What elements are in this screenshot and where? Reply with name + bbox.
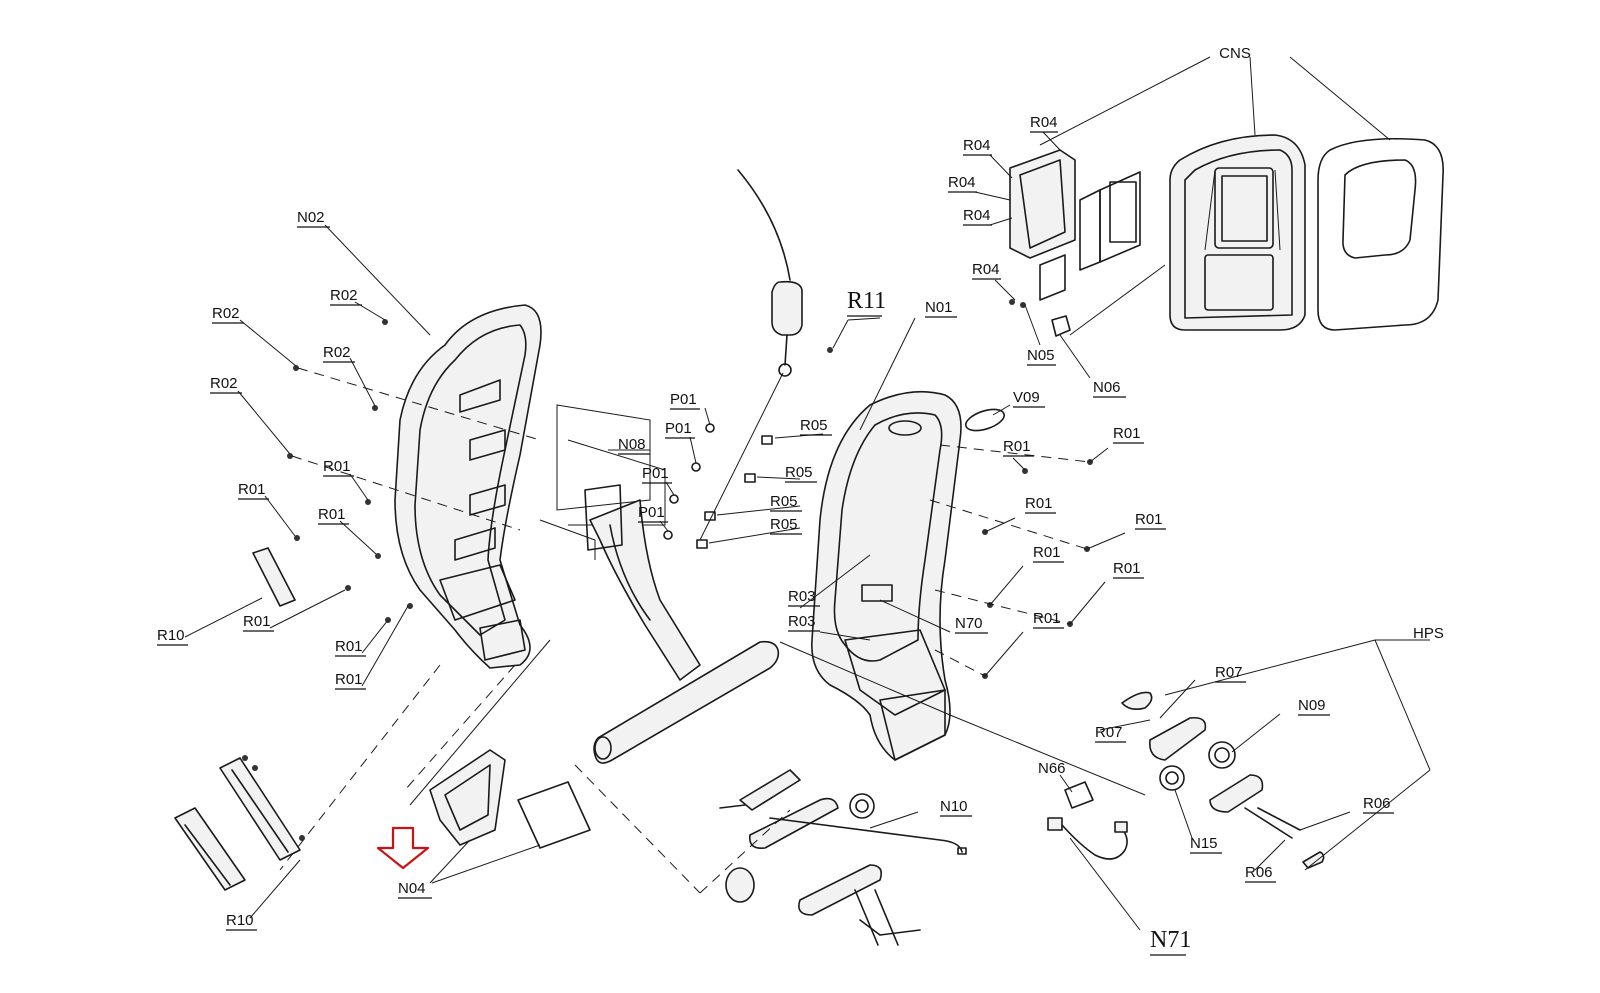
label-r05: R05 <box>800 417 828 434</box>
label-r03: R03 <box>788 588 816 605</box>
label-r01: R01 <box>1033 544 1061 561</box>
label-r01: R01 <box>335 671 363 688</box>
label-r07: R07 <box>1095 724 1123 741</box>
label-r06: R06 <box>1363 795 1391 812</box>
label-r02: R02 <box>210 375 238 392</box>
label-r01: R01 <box>1025 495 1053 512</box>
label-r01: R01 <box>1003 438 1031 455</box>
bracket-n04 <box>376 749 591 884</box>
right-shroud-n01 <box>779 317 1146 796</box>
label-p01: P01 <box>638 504 665 521</box>
label-r01: R01 <box>323 458 351 475</box>
label-n66: N66 <box>1038 760 1066 777</box>
label-n10: N10 <box>940 798 968 815</box>
label-p01: P01 <box>642 465 669 482</box>
console-assembly <box>974 56 1444 379</box>
label-r02: R02 <box>212 305 240 322</box>
label-r04: R04 <box>963 207 991 224</box>
label-r01: R01 <box>243 613 271 630</box>
label-r03: R03 <box>788 613 816 630</box>
label-p01: P01 <box>665 420 692 437</box>
label-r01: R01 <box>238 481 266 498</box>
label-r01: R01 <box>318 506 346 523</box>
label-r06: R06 <box>1245 864 1273 881</box>
label-n71: N71 <box>1150 927 1191 953</box>
label-r04: R04 <box>963 137 991 154</box>
label-hps: HPS <box>1413 625 1444 642</box>
label-n70: N70 <box>955 615 983 632</box>
label-r11: R11 <box>847 288 886 314</box>
label-n01: N01 <box>925 299 953 316</box>
lower-covers-r10 <box>174 755 305 919</box>
label-r05: R05 <box>785 464 813 481</box>
label-r04: R04 <box>1030 114 1058 131</box>
label-n08: N08 <box>618 436 646 453</box>
label-v09: V09 <box>1013 389 1040 406</box>
hand-pulse-hps <box>1099 639 1431 871</box>
label-n06: N06 <box>1093 379 1121 396</box>
label-n02: N02 <box>297 209 325 226</box>
label-n04: N04 <box>398 880 426 897</box>
label-n15: N15 <box>1190 835 1218 852</box>
callout-labels: CNS R04 R04 R04 R04 R04 N05 N06 N02 R02 … <box>157 45 1444 956</box>
highlight-arrow-icon <box>376 826 430 870</box>
label-r05: R05 <box>770 516 798 533</box>
left-shroud-n02 <box>184 224 551 871</box>
label-cns: CNS <box>1219 45 1251 62</box>
handlebar-upright <box>539 169 881 894</box>
label-p01: P01 <box>670 391 697 408</box>
label-r01: R01 <box>1113 560 1141 577</box>
label-r01: R01 <box>335 638 363 655</box>
label-r02: R02 <box>330 287 358 304</box>
label-r02: R02 <box>323 344 351 361</box>
label-r04: R04 <box>972 261 1000 278</box>
label-r01: R01 <box>1033 610 1061 627</box>
label-n09: N09 <box>1298 697 1326 714</box>
label-r04: R04 <box>948 174 976 191</box>
wire-harness-n71 <box>1047 774 1141 931</box>
label-r10: R10 <box>226 912 254 929</box>
label-r10: R10 <box>157 627 185 644</box>
label-r05: R05 <box>770 493 798 510</box>
label-r01: R01 <box>1135 511 1163 528</box>
sensor-grips-n10 <box>699 769 967 946</box>
label-r01: R01 <box>1113 425 1141 442</box>
label-r07: R07 <box>1215 664 1243 681</box>
label-n05: N05 <box>1027 347 1055 364</box>
